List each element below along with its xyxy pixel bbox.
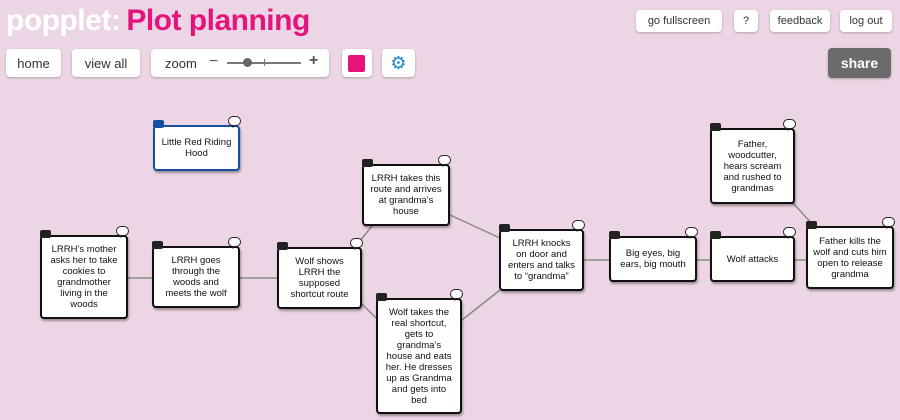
popplet-node[interactable]: LRRH takes this route and arrives at gra… <box>362 155 451 226</box>
node-drag-handle[interactable] <box>376 293 387 301</box>
node-drag-handle[interactable] <box>153 120 164 128</box>
node-text: Wolf shows LRRH the supposed shortcut ro… <box>290 256 349 300</box>
popplet-node[interactable]: LRRH knocks on door and enters and talks… <box>499 220 585 291</box>
node-drag-handle[interactable] <box>609 231 620 239</box>
comment-icon[interactable] <box>116 226 129 238</box>
node-drag-handle[interactable] <box>499 224 510 232</box>
comment-icon[interactable] <box>350 238 363 250</box>
node-text: LRRH’s mother asks her to take cookies t… <box>50 244 118 310</box>
color-swatch <box>348 55 365 72</box>
zoom-label: zoom <box>165 55 197 71</box>
share-button[interactable]: share <box>828 48 891 78</box>
node-drag-handle[interactable] <box>362 159 373 167</box>
comment-icon[interactable] <box>438 155 451 167</box>
popplet-node[interactable]: Father kills the wolf and cuts him open … <box>806 217 895 289</box>
brand-colon: : <box>110 4 121 37</box>
comment-icon[interactable] <box>783 227 796 239</box>
feedback-button[interactable]: feedback <box>770 10 830 32</box>
node-drag-handle[interactable] <box>710 123 721 131</box>
node-drag-handle[interactable] <box>152 241 163 249</box>
comment-icon[interactable] <box>882 217 895 229</box>
comment-icon[interactable] <box>450 289 463 301</box>
popplet-logo: popplet:Plot planning <box>6 4 310 38</box>
popplet-node[interactable]: Father, woodcutter, hears scream and rus… <box>710 119 796 204</box>
gear-icon: ⚙ <box>390 52 407 73</box>
view-all-button[interactable]: view all <box>72 49 140 77</box>
node-drag-handle[interactable] <box>40 230 51 238</box>
node-text: Wolf takes the real shortcut, gets to gr… <box>385 306 453 406</box>
node-text: Father, woodcutter, hears scream and rus… <box>723 138 782 194</box>
node-text: Father kills the wolf and cuts him open … <box>813 235 887 280</box>
node-text: LRRH knocks on door and enters and talks… <box>507 238 576 282</box>
zoom-out-button[interactable]: − <box>209 53 219 70</box>
popplet-node[interactable]: Little Red Riding Hood <box>153 116 241 171</box>
zoom-slider-tick <box>264 59 265 66</box>
node-text: Wolf attacks <box>726 253 779 265</box>
node-drag-handle[interactable] <box>277 242 288 250</box>
comment-icon[interactable] <box>228 237 241 249</box>
go-fullscreen-button[interactable]: go fullscreen <box>636 10 722 32</box>
help-button[interactable]: ? <box>734 10 758 32</box>
popplet-node[interactable]: Big eyes, big ears, big mouth <box>609 227 698 282</box>
comment-icon[interactable] <box>685 227 698 239</box>
log-out-button[interactable]: log out <box>840 10 892 32</box>
comment-icon[interactable] <box>783 119 796 131</box>
board-title: Plot planning <box>126 4 310 37</box>
popplet-node[interactable]: Wolf takes the real shortcut, gets to gr… <box>376 289 463 414</box>
settings-button[interactable]: ⚙ <box>382 49 415 77</box>
node-text: LRRH goes through the woods and meets th… <box>165 255 227 299</box>
node-text: Big eyes, big ears, big mouth <box>620 248 686 270</box>
node-drag-handle[interactable] <box>806 221 817 229</box>
home-button[interactable]: home <box>6 49 61 77</box>
comment-icon[interactable] <box>572 220 585 232</box>
node-drag-handle[interactable] <box>710 231 721 239</box>
comment-icon[interactable] <box>228 116 241 128</box>
popplet-node[interactable]: LRRH’s mother asks her to take cookies t… <box>40 226 129 319</box>
popplet-node[interactable]: LRRH goes through the woods and meets th… <box>152 237 241 308</box>
zoom-control: zoom − + <box>151 49 329 77</box>
zoom-in-button[interactable]: + <box>309 52 319 69</box>
node-text: Little Red Riding Hood <box>161 137 232 159</box>
brand-name: popplet <box>6 4 111 37</box>
popplet-node[interactable]: Wolf attacks <box>710 227 796 282</box>
color-picker-button[interactable] <box>342 49 372 77</box>
node-text: LRRH takes this route and arrives at gra… <box>370 173 442 217</box>
popplet-node[interactable]: Wolf shows LRRH the supposed shortcut ro… <box>277 238 363 309</box>
zoom-slider-handle[interactable] <box>243 58 252 67</box>
